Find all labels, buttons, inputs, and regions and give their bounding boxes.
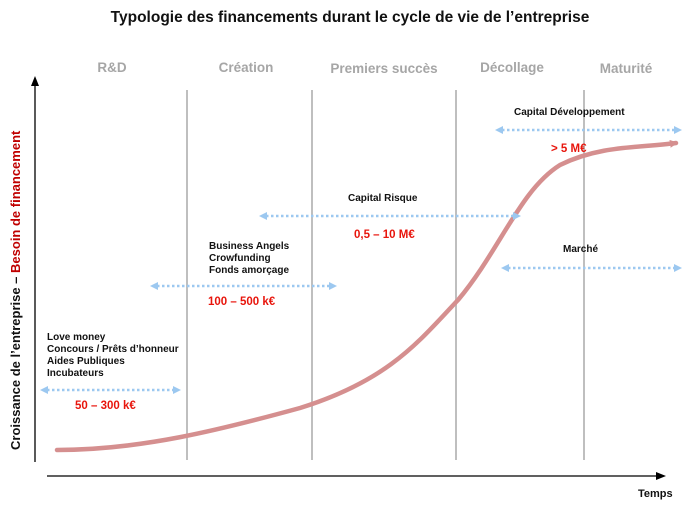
stage-amount-capital-developpement: > 5 M€ <box>551 143 587 155</box>
range-arrow-love-money <box>40 386 181 394</box>
phase-label-maturite: Maturité <box>600 61 653 76</box>
y-axis-label: Croissance de l’entreprise – Besoin de f… <box>8 130 23 450</box>
range-arrow-capital-risque <box>259 212 521 220</box>
stage-label-capital-risque: Capital Risque <box>348 193 418 204</box>
stage-label-aides-publiques: Aides Publiques <box>47 356 125 367</box>
stage-label-business-angels: Business Angels <box>209 241 290 252</box>
stage-label-crowfunding: Crowfunding <box>209 253 271 264</box>
stage-label-incubateurs: Incubateurs <box>47 368 104 379</box>
phase-label-premiers-succes: Premiers succès <box>330 61 437 76</box>
stage-amount-business-angels: 100 – 500 k€ <box>208 296 276 308</box>
x-axis-arrowhead <box>656 472 666 480</box>
range-arrow-business-angels <box>150 282 337 290</box>
stage-label-love-money: Love money <box>47 332 106 343</box>
phase-label-creation: Création <box>219 60 274 75</box>
range-arrow-capital-developpement <box>495 126 682 134</box>
stage-label-marche: Marché <box>563 244 598 255</box>
growth-curve <box>54 139 679 453</box>
stage-label-capital-developpement: Capital Développement <box>514 107 625 118</box>
diagram-title: Typologie des financements durant le cyc… <box>110 9 590 26</box>
stage-amount-capital-risque: 0,5 – 10 M€ <box>354 229 415 241</box>
y-axis-arrowhead <box>31 76 39 86</box>
y-axis-label-growth: Croissance de l’entreprise – <box>8 273 23 450</box>
stage-amount-love-money: 50 – 300 k€ <box>75 400 136 412</box>
stage-label-fonds-amorcage: Fonds amorçage <box>209 265 289 276</box>
range-arrow-marche <box>501 264 682 272</box>
y-axis-label-financing-need: Besoin de financement <box>8 130 23 273</box>
phase-label-decollage: Décollage <box>480 60 544 75</box>
x-axis-label: Temps <box>638 488 673 500</box>
stage-label-concours: Concours / Prêts d’honneur <box>47 344 179 355</box>
phase-label-rd: R&D <box>97 60 126 75</box>
